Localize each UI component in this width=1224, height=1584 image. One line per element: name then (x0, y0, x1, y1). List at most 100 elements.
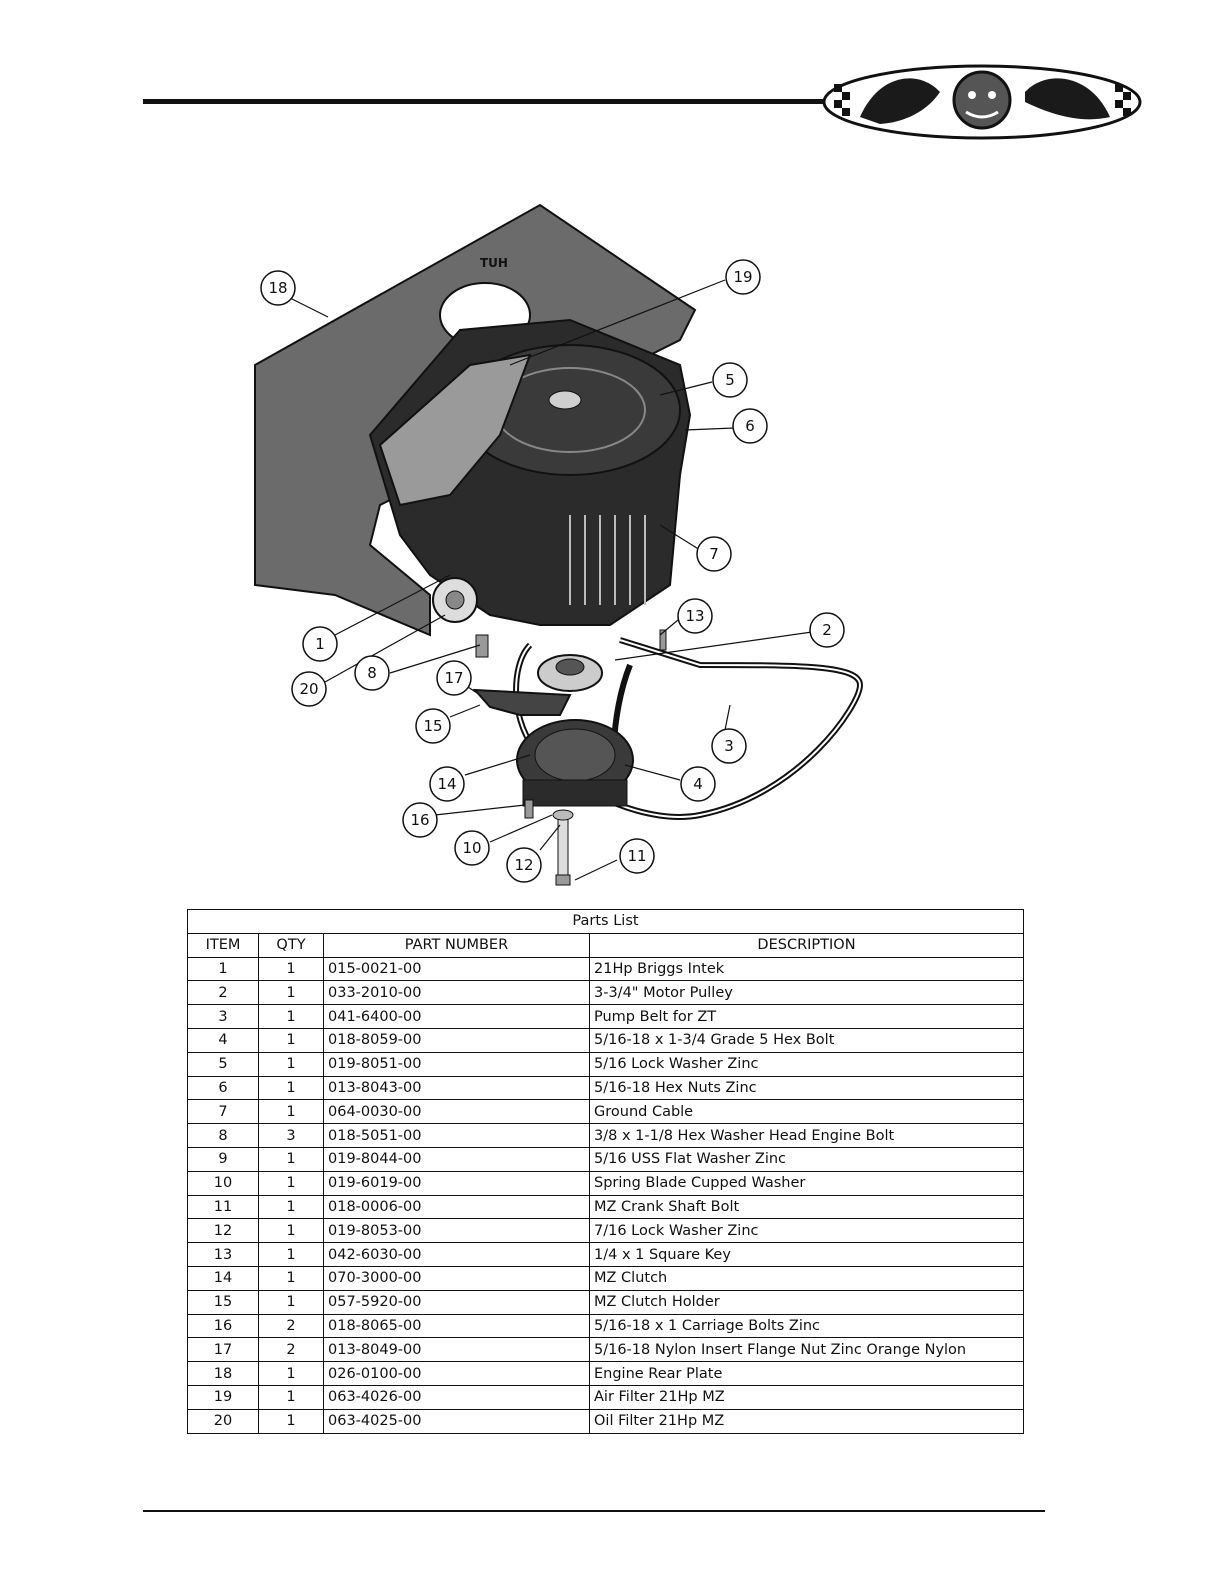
cell-item: 15 (187, 1289, 259, 1315)
callout-circle (696, 536, 732, 572)
cell-item: 6 (187, 1075, 259, 1101)
callout-circle (415, 708, 451, 744)
callout-circle (711, 728, 747, 764)
cell-qty: 1 (258, 1361, 324, 1386)
callout-circle (619, 838, 655, 874)
callout-circle (677, 598, 713, 634)
cell-description: Engine Rear Plate (589, 1361, 1024, 1386)
cell-qty: 1 (258, 1408, 324, 1434)
cell-part-number: 026-0100-00 (323, 1361, 590, 1386)
cell-item: 18 (187, 1361, 259, 1386)
cell-description: MZ Clutch (589, 1265, 1024, 1291)
cell-description: Ground Cable (589, 1099, 1024, 1125)
cell-item: 13 (187, 1242, 259, 1267)
callout-label: 13 (685, 607, 704, 625)
cell-qty: 1 (258, 1170, 324, 1196)
cell-description: Air Filter 21Hp MZ (589, 1384, 1024, 1410)
callout-label: 5 (725, 371, 735, 389)
cell-item: 2 (187, 980, 259, 1006)
cell-qty: 3 (258, 1123, 324, 1148)
callout-label: 14 (437, 775, 456, 793)
cell-description: 5/16-18 x 1 Carriage Bolts Zinc (589, 1313, 1024, 1339)
cell-description: 21Hp Briggs Intek (589, 956, 1024, 982)
callout-circle (712, 362, 748, 398)
cell-part-number: 018-0006-00 (323, 1194, 590, 1220)
cell-qty: 1 (258, 1242, 324, 1267)
cell-part-number: 019-6019-00 (323, 1170, 590, 1196)
cell-description: Spring Blade Cupped Washer (589, 1170, 1024, 1196)
cell-description: 5/16-18 Nylon Insert Flange Nut Zinc Ora… (589, 1337, 1024, 1363)
cell-qty: 1 (258, 1265, 324, 1291)
cell-description: Pump Belt for ZT (589, 1004, 1024, 1029)
cell-item: 16 (187, 1313, 259, 1339)
callout-circle (436, 660, 472, 696)
callout-circle (402, 802, 438, 838)
callout-circle (506, 847, 542, 883)
cell-item: 10 (187, 1170, 259, 1196)
cell-item: 11 (187, 1194, 259, 1220)
callout-circle (260, 270, 296, 306)
cell-part-number: 018-5051-00 (323, 1123, 590, 1148)
cell-qty: 1 (258, 1027, 324, 1053)
header-item: ITEM (187, 932, 259, 958)
callout-label: 4 (693, 775, 703, 793)
callout-label: 12 (514, 856, 533, 874)
callout-label: 6 (745, 417, 755, 435)
callout-label: 2 (822, 621, 832, 639)
cell-item: 8 (187, 1123, 259, 1148)
callout-label: 20 (299, 680, 318, 698)
header-part-number: PART NUMBER (323, 932, 590, 958)
cell-description: 5/16 Lock Washer Zinc (589, 1051, 1024, 1077)
callout-label: 11 (627, 847, 646, 865)
cell-description: Oil Filter 21Hp MZ (589, 1408, 1024, 1434)
callout-circle (429, 766, 465, 802)
cell-part-number: 057-5920-00 (323, 1289, 590, 1315)
callout-circle (732, 408, 768, 444)
cell-qty: 1 (258, 1004, 324, 1029)
callout-circle (680, 766, 716, 802)
cell-part-number: 041-6400-00 (323, 1004, 590, 1029)
cell-description: 5/16-18 Hex Nuts Zinc (589, 1075, 1024, 1101)
cell-qty: 1 (258, 1384, 324, 1410)
cell-description: 3-3/4" Motor Pulley (589, 980, 1024, 1006)
cell-part-number: 018-8065-00 (323, 1313, 590, 1339)
footer-rule (143, 1510, 1045, 1512)
cell-part-number: 013-8043-00 (323, 1075, 590, 1101)
cell-item: 7 (187, 1099, 259, 1125)
cell-qty: 1 (258, 1051, 324, 1077)
cell-qty: 1 (258, 1218, 324, 1244)
cell-qty: 2 (258, 1337, 324, 1363)
callout-circle (302, 626, 338, 662)
cell-qty: 1 (258, 1099, 324, 1125)
bulldog-logo-icon (822, 64, 1142, 140)
callout-label: 16 (410, 811, 429, 829)
callout-label: 3 (724, 737, 734, 755)
cell-item: 20 (187, 1408, 259, 1434)
cell-part-number: 013-8049-00 (323, 1337, 590, 1363)
callout-label: 7 (709, 545, 719, 563)
cell-description: 5/16-18 x 1-3/4 Grade 5 Hex Bolt (589, 1027, 1024, 1053)
cell-part-number: 019-8051-00 (323, 1051, 590, 1077)
cell-description: 7/16 Lock Washer Zinc (589, 1218, 1024, 1244)
cell-part-number: 015-0021-00 (323, 956, 590, 982)
callout-label: 8 (367, 664, 377, 682)
cell-item: 19 (187, 1384, 259, 1410)
cell-part-number: 063-4025-00 (323, 1408, 590, 1434)
callout-label: 15 (423, 717, 442, 735)
callout-label: 18 (268, 279, 287, 297)
callout-circle (809, 612, 845, 648)
clutch-holder (472, 688, 572, 716)
